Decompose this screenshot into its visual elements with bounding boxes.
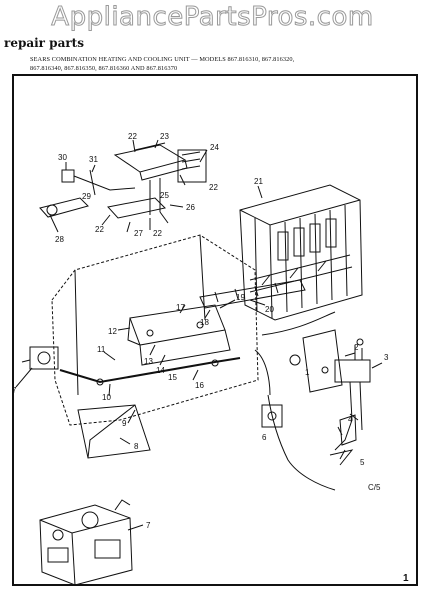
callout-17: 17 [176,303,185,312]
page-heading: repair parts [4,36,84,50]
pilot-zoom-arc [267,394,336,491]
callout-22-bottom: 22 [153,229,162,238]
callout-14: 14 [156,366,165,375]
callout-23: 23 [160,132,169,141]
callout-11: 11 [97,345,106,354]
callout-25: 25 [160,191,169,200]
limit-switch [39,169,136,218]
callout-8: 8 [134,442,139,451]
callout-24: 24 [210,143,219,152]
callout-15: 15 [168,373,177,382]
callout-16: 16 [195,381,204,390]
callout-3: 3 [384,353,389,362]
thermocouple [329,414,357,466]
callout-1: 1 [305,368,310,377]
callout-28: 28 [55,235,64,244]
callout-13: 13 [144,357,153,366]
subtitle-line-1: SEARS COMBINATION HEATING AND COOLING UN… [30,56,295,63]
callout-7-small-valve: 7 [12,386,17,395]
pilot-leader-curve [254,311,336,396]
callout-21: 21 [254,177,263,186]
callout-26: 26 [186,203,195,212]
callout-12: 12 [108,327,117,336]
thermostat-bracket [107,142,207,219]
callout-27: 27 [134,229,143,238]
valve-bracket [77,404,151,459]
callout-4: 4 [348,415,353,424]
callout-22-right: 22 [209,183,218,192]
pilot-burner [334,338,371,451]
base-tray-floor [74,234,206,396]
diagram-code: C/5 [368,483,381,492]
burner-assembly [199,279,306,309]
callout-29: 29 [82,192,91,201]
callout-10: 10 [102,393,111,402]
callout-22-left: 22 [95,225,104,234]
callout-9: 9 [122,419,127,428]
subtitle-line-2: 867.816340, 867.816350, 867.816360 AND 8… [30,65,178,72]
callout-2: 2 [354,343,359,352]
callout-18: 18 [200,318,209,327]
model-subtitle: SEARS COMBINATION HEATING AND COOLING UN… [30,55,420,73]
igniter-part [261,404,283,428]
heat-exchanger [239,184,363,321]
valve-small [21,346,59,370]
corner-mark: 1 [403,573,409,584]
base-tray-outline [51,234,259,426]
callout-19: 19 [236,293,245,302]
gas-valve-large [39,499,133,586]
callout-6: 6 [262,433,267,442]
manifold-bracket [127,304,231,366]
pilot-bracket [289,329,343,393]
callout-30: 30 [58,153,67,162]
callout-31: 31 [89,155,98,164]
callout-20: 20 [265,305,274,314]
diagram-frame [12,74,418,586]
callout-7-large-valve: 7 [146,521,151,530]
gas-line-tube [59,357,241,384]
callout-22-top: 22 [128,132,137,141]
callout-5: 5 [360,458,365,467]
watermark: AppliancePartsPros.com [51,2,374,33]
